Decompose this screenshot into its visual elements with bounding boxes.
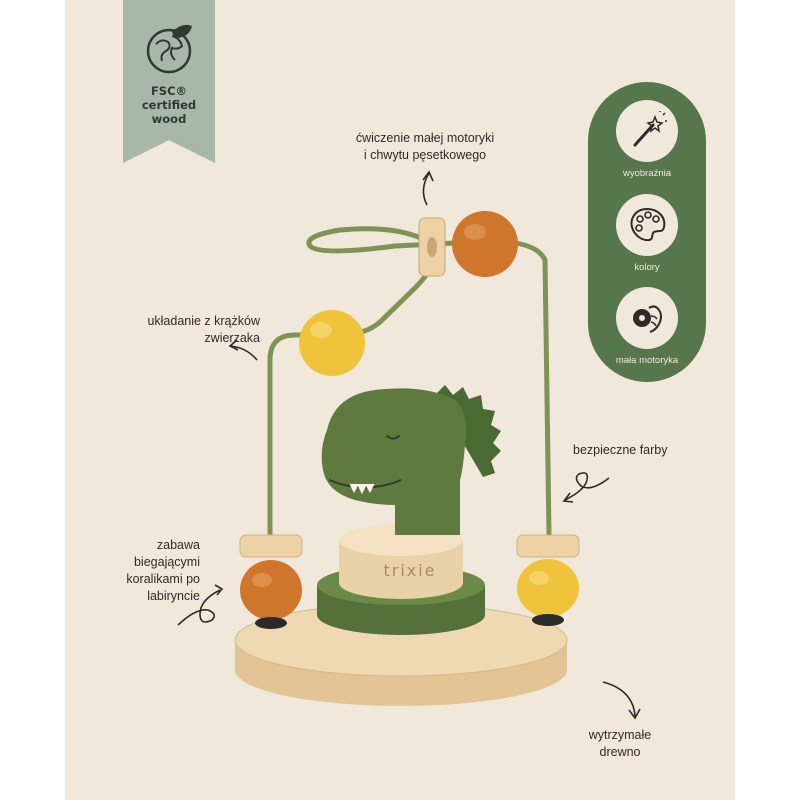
- arrow-icon: [422, 170, 434, 182]
- bead-maze-toy: trixie: [177, 170, 641, 720]
- annotation-safe-paint: bezpieczne farby: [573, 442, 713, 459]
- top-bead-pair: [418, 211, 518, 277]
- annotation-line: zabawa: [156, 538, 200, 552]
- annotation-line: ćwiczenie małej motoryki: [355, 131, 495, 145]
- yellow-bead: [299, 310, 365, 376]
- fsc-text-line: certified: [141, 98, 197, 112]
- feature-label: kolory: [634, 262, 660, 273]
- product-image: FSC® certified wood wyobraźnia: [65, 0, 735, 800]
- annotation-durable: wytrzymałe drewno: [575, 727, 665, 761]
- globe-leaf-icon: [146, 24, 192, 74]
- feature-item: mała motoryka: [588, 287, 706, 366]
- feature-pill: wyobraźnia kolory: [588, 82, 706, 382]
- arrow-icon: [214, 584, 224, 596]
- magic-wand-icon: [633, 111, 667, 147]
- annotation-line: i chwytu pęsetkowego: [363, 148, 487, 162]
- annotation-line: drewno: [599, 745, 641, 759]
- wood-base: [234, 603, 568, 706]
- hand-pinch-icon: [633, 305, 662, 333]
- arrow-icon: [602, 681, 636, 717]
- annotation-line: wytrzymałe: [588, 728, 652, 742]
- fsc-text-line: FSC®: [150, 84, 188, 98]
- right-bead-stack: [516, 534, 580, 626]
- annotation-line: labiryncie: [147, 589, 200, 603]
- feature-label: mała motoryka: [615, 355, 679, 366]
- annotation-line: koralikami po: [126, 572, 200, 586]
- annotation-line: bezpieczne farby: [573, 443, 668, 457]
- fsc-text-line: wood: [151, 112, 187, 126]
- paint-palette-icon: [630, 207, 666, 242]
- feature-label: wyobraźnia: [622, 168, 672, 179]
- annotation-fine-motor: ćwiczenie małej motoryki i chwytu pęsetk…: [335, 130, 515, 164]
- dinosaur-figure: [321, 385, 501, 535]
- arrow-icon: [562, 492, 574, 503]
- feature-item: kolory: [588, 194, 706, 273]
- arrow-icon: [228, 339, 239, 351]
- annotation-line: układanie z krążków: [147, 314, 260, 328]
- brand-logo: trixie: [383, 561, 436, 580]
- arrow-icon: [230, 345, 258, 361]
- fsc-badge: FSC® certified wood: [123, 0, 215, 163]
- annotation-line: biegającymi: [133, 555, 200, 569]
- arrow-icon: [422, 172, 430, 206]
- annotation-stacking: układanie z krążków zwierzaka: [110, 313, 260, 347]
- annotation-maze: zabawa biegającymi koralikami po labiryn…: [85, 537, 200, 605]
- left-bead-stack: [239, 534, 303, 629]
- feature-item: wyobraźnia: [588, 100, 706, 179]
- arrow-icon: [564, 472, 610, 501]
- annotation-line: zwierzaka: [204, 331, 260, 345]
- arrow-icon: [628, 708, 641, 720]
- arrow-icon: [177, 589, 221, 626]
